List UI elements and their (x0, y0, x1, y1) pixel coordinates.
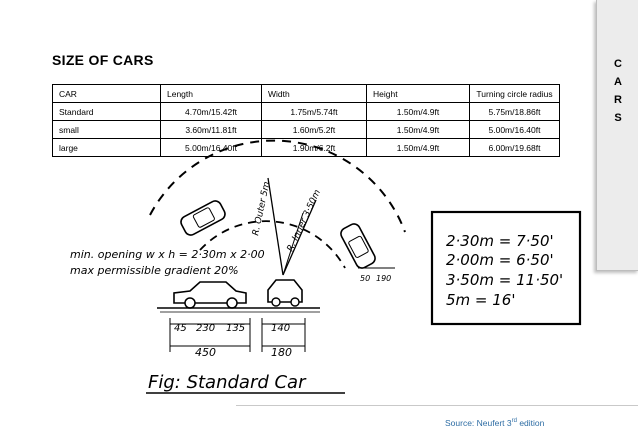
conversion-line: 5m = 16' (446, 291, 515, 309)
dimension-180: 180 (271, 346, 292, 359)
dimension-45: 45 (174, 323, 187, 334)
side-tab: C A R S (596, 0, 638, 271)
dimension-450: 450 (195, 346, 216, 359)
car-sideview-rear (267, 279, 303, 307)
radius-arrow (282, 212, 304, 276)
table-row: Standard 4.70m/15.42ft 1.75m/5.74ft 1.50… (52, 102, 560, 121)
side-tab-letter: C (614, 58, 622, 70)
table-row: small 3.60m/11.81ft 1.60m/5.2ft 1.50m/4.… (52, 120, 560, 139)
inner-turning-arc (199, 220, 346, 269)
conversion-line: 2·00m = 6·50' (446, 251, 554, 269)
source-suffix: edition (516, 418, 545, 428)
source-note: Source: Neufert 3rd edition (445, 418, 544, 428)
radius-inner-label: R. Inner 3·50m (286, 188, 323, 253)
car-sizes-table: CAR Length Width Height Turning circle r… (52, 84, 560, 157)
cell-height: 1.50m/4.9ft (366, 138, 470, 157)
conversion-line: 3·50m = 11·50' (446, 271, 563, 289)
cell-turning-radius: 6.00m/19.68ft (469, 138, 560, 157)
source-superscript: rd (511, 418, 517, 425)
car-sideview-long (173, 281, 247, 309)
dimension-230: 230 (196, 323, 215, 334)
outer-radius-line (267, 177, 284, 276)
conversion-box (430, 210, 582, 326)
radius-outer-label: R. Outer 5m (251, 181, 272, 237)
side-tab-letter: A (614, 76, 622, 88)
car-topview-right (340, 223, 376, 269)
conversion-line: 2·30m = 7·50' (446, 232, 554, 250)
car-topview-left (180, 200, 226, 236)
outer-turning-arc (149, 139, 406, 233)
footer-rule (236, 405, 638, 406)
dimension-135: 135 (226, 323, 245, 334)
note-max-gradient: max permissible gradient 20% (70, 264, 239, 277)
figure-caption: Fig: Standard Car (148, 372, 307, 393)
source-text: Source: Neufert 3 (445, 418, 512, 428)
side-tab-letter: S (614, 112, 622, 124)
inner-radius-line (282, 199, 317, 276)
page-title: SIZE OF CARS (52, 52, 154, 68)
dimension-190: 190 (376, 274, 391, 283)
note-min-opening: min. opening w x h = 2·30m x 2·00 (70, 248, 265, 261)
dimension-140: 140 (271, 323, 290, 334)
side-tab-letter: R (614, 94, 622, 106)
dimension-50: 50 (360, 274, 370, 283)
